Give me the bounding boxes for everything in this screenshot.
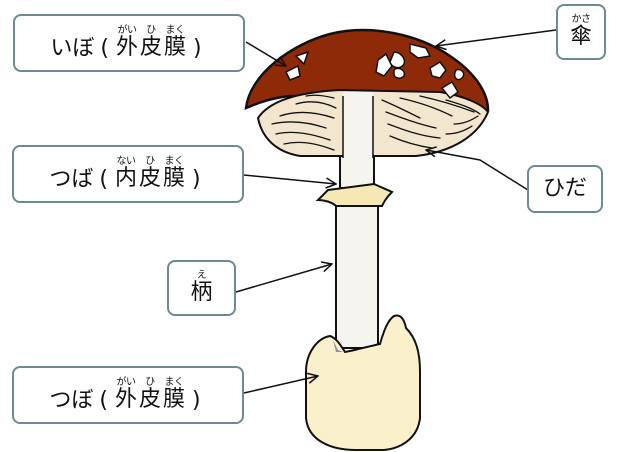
leader-arrows [235, 29, 557, 394]
label-cap-text: 傘 [569, 24, 592, 49]
label-volva-outer-membrane: つぼ ( がい外 ひ皮 まく膜 ) [12, 366, 244, 424]
arrow-ibo [245, 41, 286, 66]
label-gills: ひだ [527, 165, 603, 213]
gill-lines [271, 94, 481, 151]
label-wart-text: いぼ [50, 36, 95, 61]
volva [305, 314, 421, 451]
arrow-tsuba [243, 174, 336, 184]
label-stem: え 柄 [167, 260, 236, 316]
label-volva-text: つぼ [49, 388, 94, 413]
arrow-tsubo [243, 376, 318, 394]
label-wart-outer-membrane: いぼ ( がい外 ひ皮 まく膜 ) [13, 14, 245, 72]
volva-shadow [333, 340, 343, 352]
stem [335, 199, 379, 349]
label-cap: かさ 傘 [556, 4, 606, 60]
label-ring-text: つば [49, 167, 94, 192]
warts [284, 43, 465, 100]
label-ring-inner-membrane: つば ( ない内 ひ皮 まく膜 ) [12, 145, 244, 203]
arrow-kasa [436, 29, 557, 46]
stem-top [343, 92, 373, 158]
arrow-e [235, 264, 332, 293]
ring [315, 182, 394, 207]
label-stem-text: 柄 [190, 280, 213, 305]
label-gills-text: ひだ [542, 176, 587, 201]
arrow-hida [426, 150, 529, 191]
